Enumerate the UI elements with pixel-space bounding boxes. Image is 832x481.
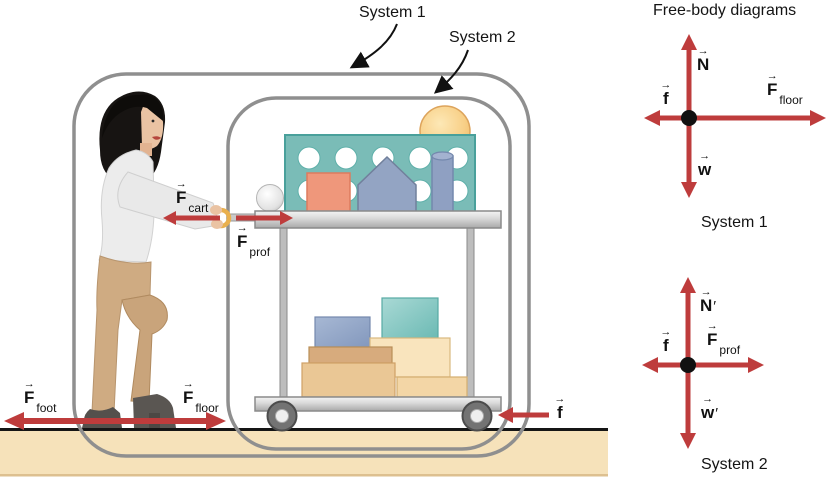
arrow-foot-floor <box>4 412 226 430</box>
cart-lower-shelf-boxes <box>301 297 468 398</box>
fbd1-label-w: →w <box>698 150 712 179</box>
cart-top-shelf <box>254 210 502 229</box>
cart-platform <box>254 396 502 412</box>
hand-lower <box>211 219 223 229</box>
vector-arrow-icon: → <box>660 326 672 338</box>
cylinder <box>431 155 454 213</box>
system1-pointer-arrow <box>349 23 398 69</box>
fbd1-arrow-up <box>681 34 697 118</box>
fbd2-label-f: →f <box>660 326 672 355</box>
vector-arrow-icon: → <box>702 393 714 405</box>
vector-arrow-icon: → <box>660 79 672 91</box>
vector-arrow-icon: → <box>554 393 566 405</box>
fbd2-arrow-right <box>688 357 764 373</box>
scene-force-arrows <box>4 211 549 430</box>
label-f-prof-scene: →Fprof <box>236 222 271 260</box>
fbd2-label-F-prof: →Fprof <box>706 320 741 358</box>
system1-pointer-label: System 1 <box>359 4 426 21</box>
label-friction-scene: →f <box>554 393 566 422</box>
fbd1-arrow-right <box>689 110 826 126</box>
tan-box <box>301 362 396 398</box>
vector-arrow-icon: → <box>236 222 248 234</box>
fbd-title: Free-body diagrams <box>653 2 797 19</box>
fbd1-arrow-down <box>681 118 697 198</box>
fbd1-label-F-floor: →Ffloor <box>766 70 803 108</box>
arrow-f-prof <box>236 211 293 225</box>
vector-arrow-icon: → <box>766 70 778 82</box>
fbd2-arrow-up <box>680 277 696 365</box>
teal-box <box>381 297 439 339</box>
fbd2-arrow-left <box>642 357 688 373</box>
fbd1-arrows <box>644 34 826 198</box>
fbd2-arrow-down <box>680 365 696 449</box>
gray-ball <box>256 184 284 212</box>
label-f-cart: →Fcart <box>175 178 209 216</box>
vector-arrow-icon: → <box>697 45 709 57</box>
light-tan-box <box>396 376 468 398</box>
vector-arrow-icon: → <box>700 286 712 298</box>
fbd2-arrows <box>642 277 764 449</box>
cart-wheels <box>266 400 493 432</box>
vector-arrow-icon: → <box>182 378 194 390</box>
arrow-friction <box>498 407 549 423</box>
fbd1-label-N: →N <box>697 45 710 74</box>
vector-arrow-icon: → <box>175 178 187 190</box>
dark-tan-box <box>308 346 393 364</box>
label-f-floor-scene: →Ffloor <box>182 378 219 416</box>
hand-upper <box>210 205 222 215</box>
fbd1-arrow-left <box>644 110 689 126</box>
fbd2-label-N-prime: →N′ <box>700 286 717 315</box>
fbd2-caption: System 2 <box>701 456 768 473</box>
salmon-box <box>306 172 351 213</box>
vector-arrow-icon: → <box>706 320 718 332</box>
hair-front <box>102 94 164 138</box>
professor-figure <box>82 91 223 428</box>
fbd1-caption: System 1 <box>701 214 768 231</box>
pants-back-leg <box>91 255 152 414</box>
system2-pointer-arrow <box>433 49 469 94</box>
fbd1-point <box>681 110 697 126</box>
system1-outline <box>72 72 531 458</box>
cart <box>210 105 502 432</box>
system2-outline <box>226 96 512 451</box>
fbd2-point <box>680 357 696 373</box>
eye <box>151 119 155 123</box>
lips <box>152 136 161 140</box>
fbd2-label-w-prime: →w′ <box>701 393 719 422</box>
vector-arrow-icon: → <box>699 150 711 162</box>
blue-box <box>314 316 371 348</box>
pants-front-leg <box>121 294 168 403</box>
cart-top-shelf-items <box>256 105 476 213</box>
vector-arrow-icon: → <box>23 378 35 390</box>
system2-pointer-label: System 2 <box>449 29 516 46</box>
arrow-f-cart <box>163 211 220 225</box>
floor <box>0 428 608 477</box>
label-f-foot: →Ffoot <box>23 378 57 416</box>
fbd1-label-f: →f <box>660 79 672 108</box>
